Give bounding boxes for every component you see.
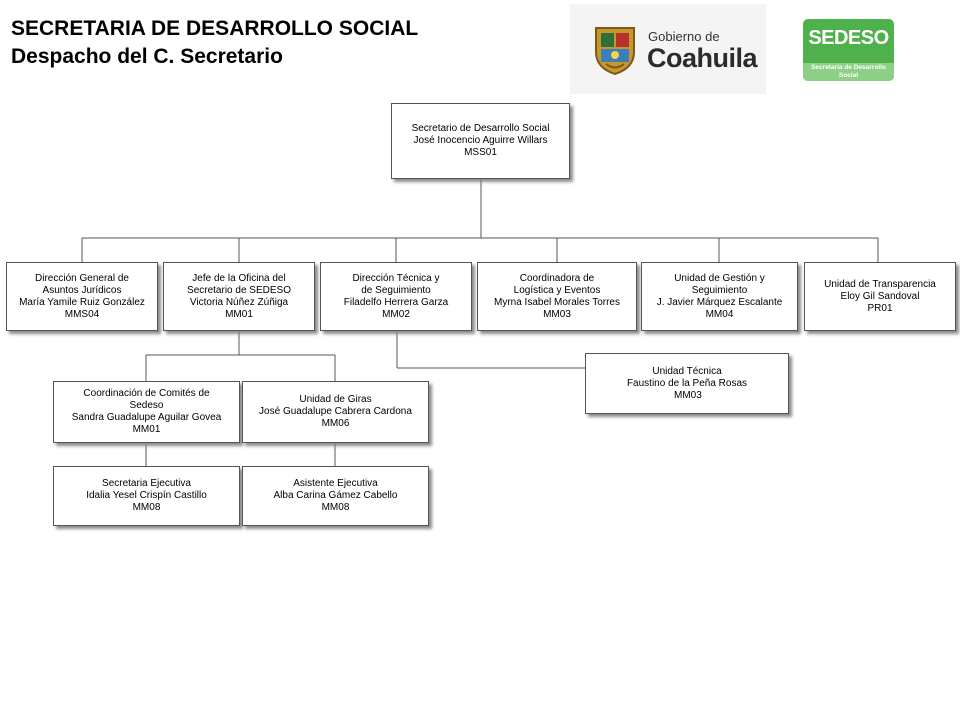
coat-of-arms-icon: [595, 27, 635, 76]
coahuila-small-text: Gobierno de: [648, 29, 720, 44]
box-line: María Yamile Ruiz González: [19, 296, 145, 308]
box-line: Asuntos Jurídicos: [42, 284, 122, 296]
box-line: Unidad de Transparencia: [824, 278, 936, 290]
coahuila-logo: Gobierno de Coahuila: [570, 4, 766, 94]
box-line: MSS01: [464, 147, 497, 158]
sedeso-subtitle-line-2: Social: [838, 71, 859, 79]
box-line: MM08: [321, 502, 350, 513]
box-line: Dirección Técnica y: [352, 272, 440, 284]
box-line: Victoria Núñez Zúñiga: [189, 296, 289, 308]
box-line: PR01: [867, 302, 893, 314]
box-line: Alba Carina Gámez Cabello: [273, 490, 398, 501]
org-box-asistente-ejecutiva: Asistente Ejecutiva Alba Carina Gámez Ca…: [242, 466, 429, 526]
sedeso-logo-strip: [803, 63, 894, 81]
box-line: Unidad de Giras: [299, 394, 372, 405]
box-line: Coordinadora de: [519, 272, 595, 284]
box-line: J. Javier Márquez Escalante: [656, 296, 783, 308]
box-line: MMS04: [64, 308, 100, 320]
box-line: MM08: [132, 502, 161, 513]
box-line: MM03: [543, 308, 571, 320]
box-line: Secretario de Desarrollo Social: [411, 123, 550, 134]
box-line: Sandra Guadalupe Aguilar Govea: [71, 412, 222, 423]
box-line: Idalia Yesel Crispín Castillo: [86, 490, 207, 501]
box-line: José Inocencio Aguirre Willars: [413, 135, 548, 146]
box-line: MM01: [132, 424, 161, 435]
box-line: Unidad de Gestión y: [674, 272, 765, 284]
box-line: Secretaria Ejecutiva: [102, 478, 191, 489]
box-line: Logística y Eventos: [513, 284, 601, 296]
org-box-unidad-tecnica: Unidad Técnica Faustino de la Peña Rosas…: [585, 353, 789, 414]
box-line: José Guadalupe Cabrera Cardona: [259, 406, 412, 417]
box-line: MM01: [225, 308, 253, 320]
box-line: MM04: [705, 308, 734, 320]
box-line: Dirección General de: [35, 272, 129, 284]
sedeso-logo-subtitle: Secretaría de Desarrollo Social: [803, 64, 894, 79]
org-box-secretaria-ejecutiva: Secretaria Ejecutiva Idalia Yesel Crispí…: [53, 466, 240, 526]
box-line: Filadelfo Herrera Garza: [343, 296, 449, 308]
box-line: Secretario de SEDESO: [187, 284, 291, 296]
box-line: Unidad Técnica: [652, 365, 722, 377]
title-line-2: Despacho del C. Secretario: [11, 45, 283, 68]
org-box-secretario: Secretario de Desarrollo Social José Ino…: [391, 103, 570, 179]
org-box-asuntos-juridicos: Dirección General de Asuntos Jurídicos M…: [6, 262, 158, 331]
title-line-1: SECRETARIA DE DESARROLLO SOCIAL: [11, 17, 419, 40]
box-line: MM02: [382, 308, 410, 320]
box-line: Seguimiento: [691, 284, 748, 296]
sedeso-logo-text: SEDESO: [808, 27, 889, 49]
org-box-logistica-eventos: Coordinadora de Logística y Eventos Myrn…: [477, 262, 637, 331]
box-line: Eloy Gil Sandoval: [840, 290, 920, 302]
org-box-jefe-oficina: Jefe de la Oficina del Secretario de SED…: [163, 262, 315, 331]
box-line: Myrna Isabel Morales Torres: [494, 296, 620, 308]
page-title: SECRETARIA DE DESARROLLO SOCIAL Despacho…: [11, 15, 418, 71]
box-line: MM06: [321, 418, 350, 429]
sedeso-subtitle-line-1: Secretaría de Desarrollo: [811, 64, 886, 71]
org-box-giras: Unidad de Giras José Guadalupe Cabrera C…: [242, 381, 429, 443]
org-box-transparencia: Unidad de Transparencia Eloy Gil Sandova…: [804, 262, 956, 331]
box-line: Coordinación de Comités de: [83, 388, 210, 399]
box-line: Asistente Ejecutiva: [293, 478, 378, 489]
org-box-comites: Coordinación de Comités de Sedeso Sandra…: [53, 381, 240, 443]
box-line: MM03: [674, 389, 702, 401]
org-box-gestion-seguimiento: Unidad de Gestión y Seguimiento J. Javie…: [641, 262, 798, 331]
sedeso-logo: SEDESO Secretaría de Desarrollo Social: [803, 19, 894, 81]
box-line: Jefe de la Oficina del: [192, 272, 286, 284]
coahuila-big-text: Coahuila: [647, 43, 758, 73]
org-box-direccion-tecnica: Dirección Técnica y de Seguimiento Filad…: [320, 262, 472, 331]
box-line: Faustino de la Peña Rosas: [626, 377, 748, 389]
box-line: de Seguimiento: [361, 284, 431, 296]
box-line: Sedeso: [129, 400, 164, 411]
